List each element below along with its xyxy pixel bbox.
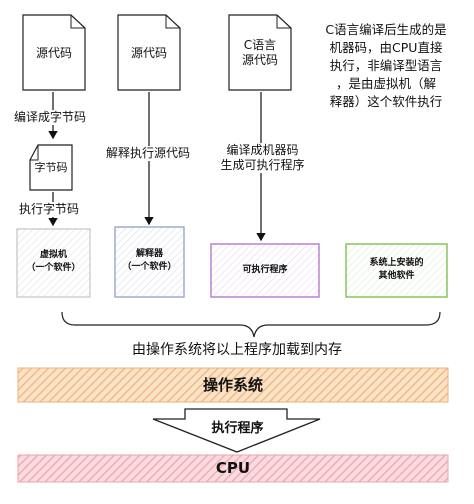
vm-box-label: 虚拟机 （一个软件）: [17, 249, 90, 275]
compile-note: C语言编译后生成的是 机器码，由CPU直接 执行，非编译型语言 ，是由虚拟机（解…: [300, 21, 472, 111]
interpret-source-label: 解释执行源代码: [106, 146, 191, 161]
execute-arrow-shape: [152, 408, 321, 453]
os-band-label: 操作系统: [202, 376, 263, 394]
note-line-1: C语言编译后生成的是: [325, 22, 447, 37]
execute-bytecode-label: 执行字节码: [19, 202, 80, 217]
note-line-2: 机器码，由CPU直接: [329, 40, 443, 55]
group-brace: [61, 311, 441, 338]
note-line-4: ，是由虚拟机（解: [335, 76, 436, 91]
compile-machine-line1: 编译成机器码: [226, 143, 299, 157]
source-doc-middle-shape: [117, 14, 181, 91]
bytecode-doc-shape: [29, 144, 73, 191]
compile-machine-line2: 生成可执行程序: [220, 158, 305, 172]
source-doc-right-label: C语言 源代码: [229, 38, 291, 68]
load-to-memory-label: 由操作系统将以上程序加载到内存: [132, 342, 342, 358]
cpu-band: [17, 454, 449, 483]
interpreter-box-line1: 解释器: [135, 249, 163, 259]
interpreter-box-label: 解释器 （一个软件）: [115, 248, 184, 274]
source-doc-left-shape: [22, 14, 86, 91]
source-doc-middle-label: 源代码: [130, 46, 167, 60]
executable-box-label: 可执行程序: [242, 265, 288, 275]
interpreter-box: [114, 226, 185, 298]
other-software-box: [345, 243, 448, 298]
other-software-box-label: 系统上安装的 其他软件: [346, 257, 447, 283]
vm-box: [16, 228, 91, 298]
interpreter-box-line2: （一个软件）: [122, 262, 177, 272]
executable-box: [210, 243, 320, 298]
other-software-line2: 其他软件: [378, 271, 415, 281]
compile-to-bytecode-label: 编译成字节码: [14, 110, 87, 125]
source-doc-right-shape: [228, 14, 292, 91]
execute-program-label: 执行程序: [211, 421, 264, 436]
bytecode-label: 字节码: [34, 161, 68, 174]
vm-box-line2: （一个软件）: [26, 263, 81, 273]
os-band: [17, 367, 449, 403]
note-line-3: 执行，非编译型语言: [329, 58, 443, 73]
cpu-band-label: CPU: [215, 459, 251, 477]
other-software-line1: 系统上安装的: [369, 258, 424, 268]
source-doc-left-label: 源代码: [35, 46, 72, 60]
vm-box-line1: 虚拟机: [39, 250, 67, 260]
compile-machine-label: 编译成机器码 生成可执行程序: [210, 143, 315, 173]
note-line-5: 释器）这个软件执行: [329, 94, 443, 109]
source-doc-right-line2: 源代码: [241, 53, 278, 67]
source-doc-right-line1: C语言: [243, 38, 277, 52]
